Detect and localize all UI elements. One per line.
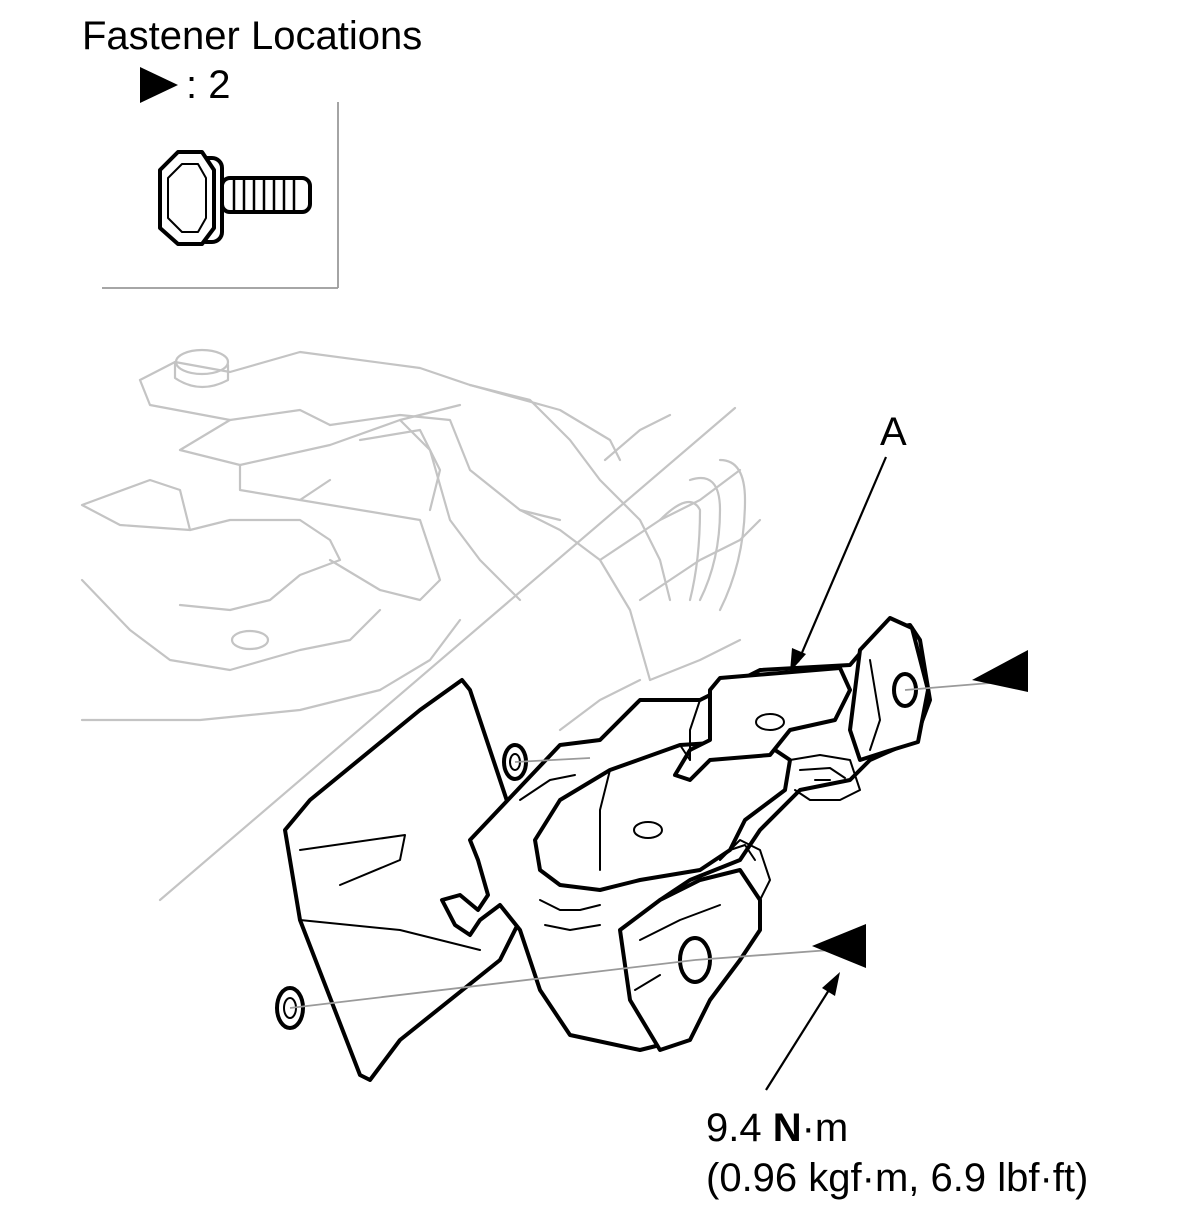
torque-spec-alternate: (0.96 kgf·m, 6.9 lbf·ft) <box>706 1156 1089 1200</box>
vehicle-body-ghost <box>80 348 762 902</box>
legend-box <box>102 102 339 289</box>
callout-a-leader <box>790 456 888 672</box>
fastener-marker-icon <box>972 650 1028 692</box>
torque-value: 9.4 <box>706 1106 773 1150</box>
torque-unit-n: N <box>772 1106 802 1150</box>
fastener-count-text: : 2 <box>186 63 231 107</box>
alignment-lines <box>289 682 991 1009</box>
fastener-marker-icon <box>140 67 178 103</box>
bracket-a <box>440 616 932 1052</box>
fastener-marker-icon <box>812 924 866 968</box>
callout-a-label: A <box>880 410 907 454</box>
fastener-locations-title: Fastener Locations <box>82 14 423 58</box>
fastener-count: : 2 <box>140 65 230 105</box>
torque-unit-rest: ·m <box>801 1106 849 1150</box>
torque-leader <box>765 972 840 1091</box>
flange-bolt-icon <box>158 150 312 246</box>
torque-spec-primary: 9.4 N·m <box>706 1108 848 1148</box>
